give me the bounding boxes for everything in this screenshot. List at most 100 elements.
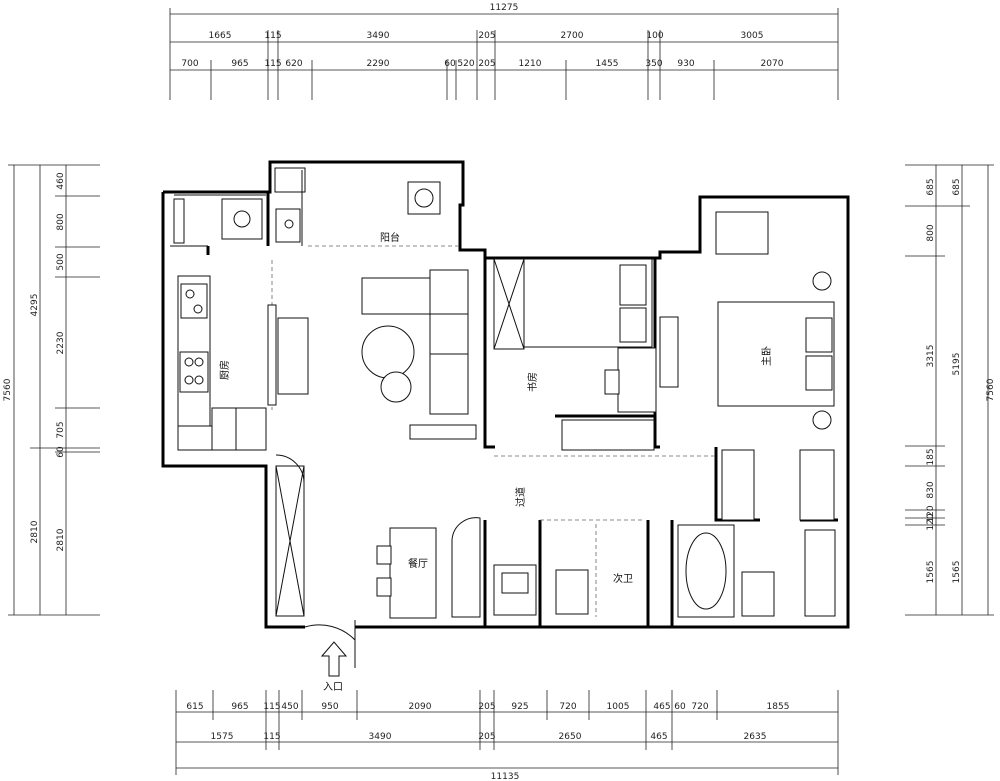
- dim-bot-14: 1855: [767, 702, 790, 712]
- label-master-bedroom: 主卧: [760, 346, 773, 366]
- left-dimensions: 7560 4295 2810 460 800 500 2230 705 60 2…: [3, 164, 100, 616]
- dim-top2-5: 2290: [367, 59, 390, 69]
- bath-basin: [501, 572, 529, 594]
- washing-machine: [221, 198, 263, 240]
- coffee-table: [361, 325, 415, 379]
- dim-top2-11: 350: [645, 59, 662, 69]
- master-wardrobe-1: [721, 449, 755, 521]
- study-chair: [604, 369, 620, 395]
- dim-right-d3: 3315: [926, 345, 936, 368]
- dim-top2-3: 115: [264, 59, 281, 69]
- fridge: [211, 407, 267, 451]
- dim-bot-8: 925: [511, 702, 528, 712]
- dim-bot2-2: 115: [263, 732, 280, 742]
- dim-bot2-6: 465: [650, 732, 667, 742]
- dim-bot2-7: 2635: [744, 732, 767, 742]
- label-corridor: 过道: [514, 487, 527, 507]
- balcony-plant: [407, 181, 441, 215]
- study-wardrobe: [561, 419, 655, 451]
- nightstand-1: [812, 271, 832, 291]
- tv-console: [277, 317, 309, 395]
- dim-top2-4: 620: [285, 59, 302, 69]
- bath-toilet: [555, 569, 589, 615]
- dining-chair-1: [376, 545, 392, 565]
- dim-top2-12: 930: [677, 59, 694, 69]
- right-dimensions: 7560 685 5195 1565 685 800 3315 185 830 …: [905, 164, 996, 616]
- master-vanity: [804, 529, 836, 617]
- dim-left-d3: 500: [56, 253, 66, 270]
- dim-bot2-5: 2650: [559, 732, 582, 742]
- label-second-bath: 次卫: [613, 572, 633, 585]
- master-tv: [659, 316, 679, 388]
- dim-top2-8: 205: [478, 59, 495, 69]
- dim-bot-total: 11135: [491, 772, 520, 781]
- dim-top2-1: 700: [181, 59, 198, 69]
- dim-right-d1: 685: [926, 178, 936, 195]
- master-toilet: [741, 571, 775, 617]
- dim-top2-6: 60: [444, 59, 456, 69]
- dining-chair-2: [376, 577, 392, 597]
- bathtub: [677, 524, 735, 618]
- dim-top-6: 100: [646, 31, 663, 41]
- dim-right-d5: 830: [926, 481, 936, 498]
- dim-top-4: 205: [478, 31, 495, 41]
- dim-right-d7: 120: [926, 513, 936, 530]
- kitchen-cabinet-top: [173, 198, 185, 244]
- study-desk: [617, 347, 657, 413]
- master-pillow-1: [805, 317, 833, 353]
- master-pillow-2: [805, 355, 833, 391]
- balcony-cabinet: [274, 167, 306, 193]
- dim-top-1: 1665: [209, 31, 232, 41]
- dim-right-mid-2: 5195: [952, 353, 962, 376]
- study-pillow-2: [619, 307, 647, 343]
- dim-right-d4: 185: [926, 448, 936, 465]
- dim-bot2-3: 3490: [369, 732, 392, 742]
- balcony-sink: [275, 208, 301, 243]
- dim-top2-10: 1455: [596, 59, 619, 69]
- bottom-dimensions: 615 965 115 450 950 2090 205 925 720 100…: [175, 690, 839, 781]
- study-pillow-1: [619, 264, 647, 306]
- dim-top-2: 115: [264, 31, 281, 41]
- dim-bot-12: 60: [674, 702, 686, 712]
- dim-top-7: 3005: [741, 31, 764, 41]
- sofa-seat: [429, 313, 469, 355]
- dim-left-d2: 800: [56, 213, 66, 230]
- dim-right-d6: 120: [926, 505, 936, 522]
- dim-left-d1: 460: [56, 172, 66, 189]
- dim-bot-6: 2090: [409, 702, 432, 712]
- tv-cabinet: [267, 304, 277, 406]
- nightstand-2: [812, 410, 832, 430]
- dim-left-d5: 705: [56, 421, 66, 438]
- dim-bot-10: 1005: [607, 702, 630, 712]
- dim-right-mid-1: 685: [952, 178, 962, 195]
- dim-right-d2: 800: [926, 224, 936, 241]
- dim-left-total: 7560: [3, 378, 13, 401]
- dim-bot2-4: 205: [478, 732, 495, 742]
- dim-right-mid-3: 1565: [952, 561, 962, 584]
- dim-bot-5: 950: [321, 702, 338, 712]
- top-dimensions: 11275 1665 115 3490 205 2700 100 3005 70…: [169, 3, 839, 100]
- stove: [179, 351, 209, 393]
- dim-top2-2: 965: [231, 59, 248, 69]
- dim-top2-9: 1210: [519, 59, 542, 69]
- label-balcony: 阳台: [380, 231, 400, 244]
- dim-top-5: 2700: [561, 31, 584, 41]
- dim-top-3: 3490: [367, 31, 390, 41]
- master-plant: [715, 211, 769, 255]
- dim-right-total: 7560: [986, 378, 996, 401]
- dim-bot-13: 720: [691, 702, 708, 712]
- dim-bot2-1: 1575: [211, 732, 234, 742]
- dim-bot-1: 615: [186, 702, 203, 712]
- dim-top2-7: 520: [457, 59, 474, 69]
- dim-right-d8: 1565: [926, 561, 936, 584]
- dim-left-mid-1: 4295: [30, 294, 40, 317]
- dim-top2-13: 2070: [761, 59, 784, 69]
- dining-table: [389, 527, 437, 619]
- entrance-arrow-icon: [320, 641, 348, 677]
- dim-left-d7: 2810: [56, 528, 66, 551]
- dim-bot-7: 205: [478, 702, 495, 712]
- dim-bot-4: 450: [281, 702, 298, 712]
- dim-left-d6: 60: [56, 446, 66, 458]
- label-kitchen: 厨房: [218, 360, 231, 380]
